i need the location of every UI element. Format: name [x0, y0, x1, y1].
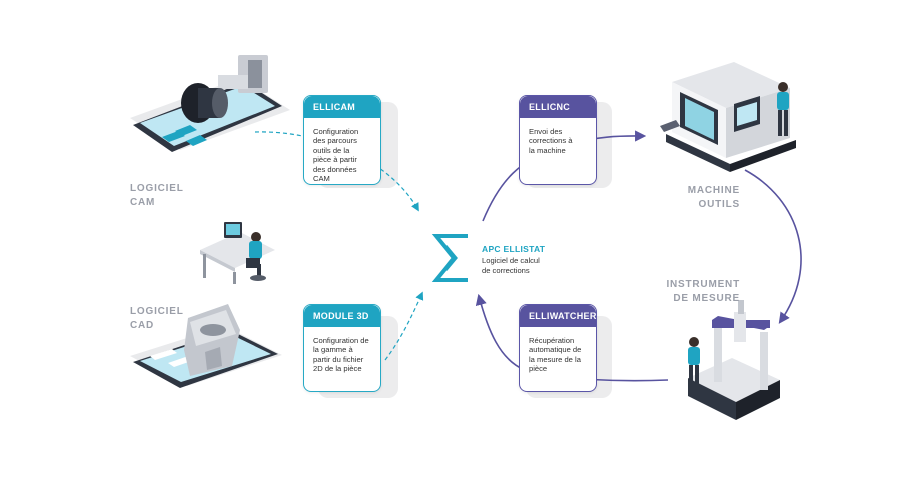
card-ellicam-body: Configuration des parcours outils de la … [313, 127, 359, 184]
card-ellicnc: ELLICNC Envoi des corrections à la machi… [519, 95, 597, 185]
ellistat-sigma-logo [431, 234, 468, 282]
center-subtitle: Logiciel de calcul de corrections [482, 256, 540, 275]
engineer-desk-icon [200, 222, 275, 284]
cam-tablet-icon [130, 55, 290, 152]
label-logiciel-cad: LOGICIEL CAD [130, 306, 184, 331]
label-instrument-de-mesure: INSTRUMENT DE MESURE [666, 279, 740, 304]
card-module-3d-title: MODULE 3D [304, 305, 380, 327]
cad-to-ellistat-arrow [384, 291, 424, 361]
center-title: APC ELLISTAT [482, 244, 546, 254]
label-logiciel-cam: LOGICIEL CAM [130, 183, 184, 208]
card-ellicnc-title: ELLICNC [520, 96, 596, 118]
card-ellicam-title: ELLICAM [304, 96, 380, 118]
card-ellicam: ELLICAM Configuration des parcours outil… [303, 95, 381, 185]
measuring-machine-icon [688, 300, 780, 420]
card-elliwatcher-body: Récupération automatique de la mesure de… [529, 336, 582, 374]
label-machine-outils: MACHINE OUTILS [687, 185, 740, 210]
card-module-3d-body: Configuration de la gamme à partir du fi… [313, 336, 369, 374]
cnc-to-instrument-arrow [744, 169, 802, 324]
card-module-3d: MODULE 3D Configuration de la gamme à pa… [303, 304, 381, 392]
cad-tablet-icon [130, 304, 282, 388]
card-elliwatcher-title: ELLIWATCHER [520, 305, 596, 327]
card-elliwatcher: ELLIWATCHER Récupération automatique de … [519, 304, 597, 392]
cnc-machine-icon [660, 62, 796, 172]
card-ellicnc-body: Envoi des corrections à la machine [529, 127, 573, 155]
